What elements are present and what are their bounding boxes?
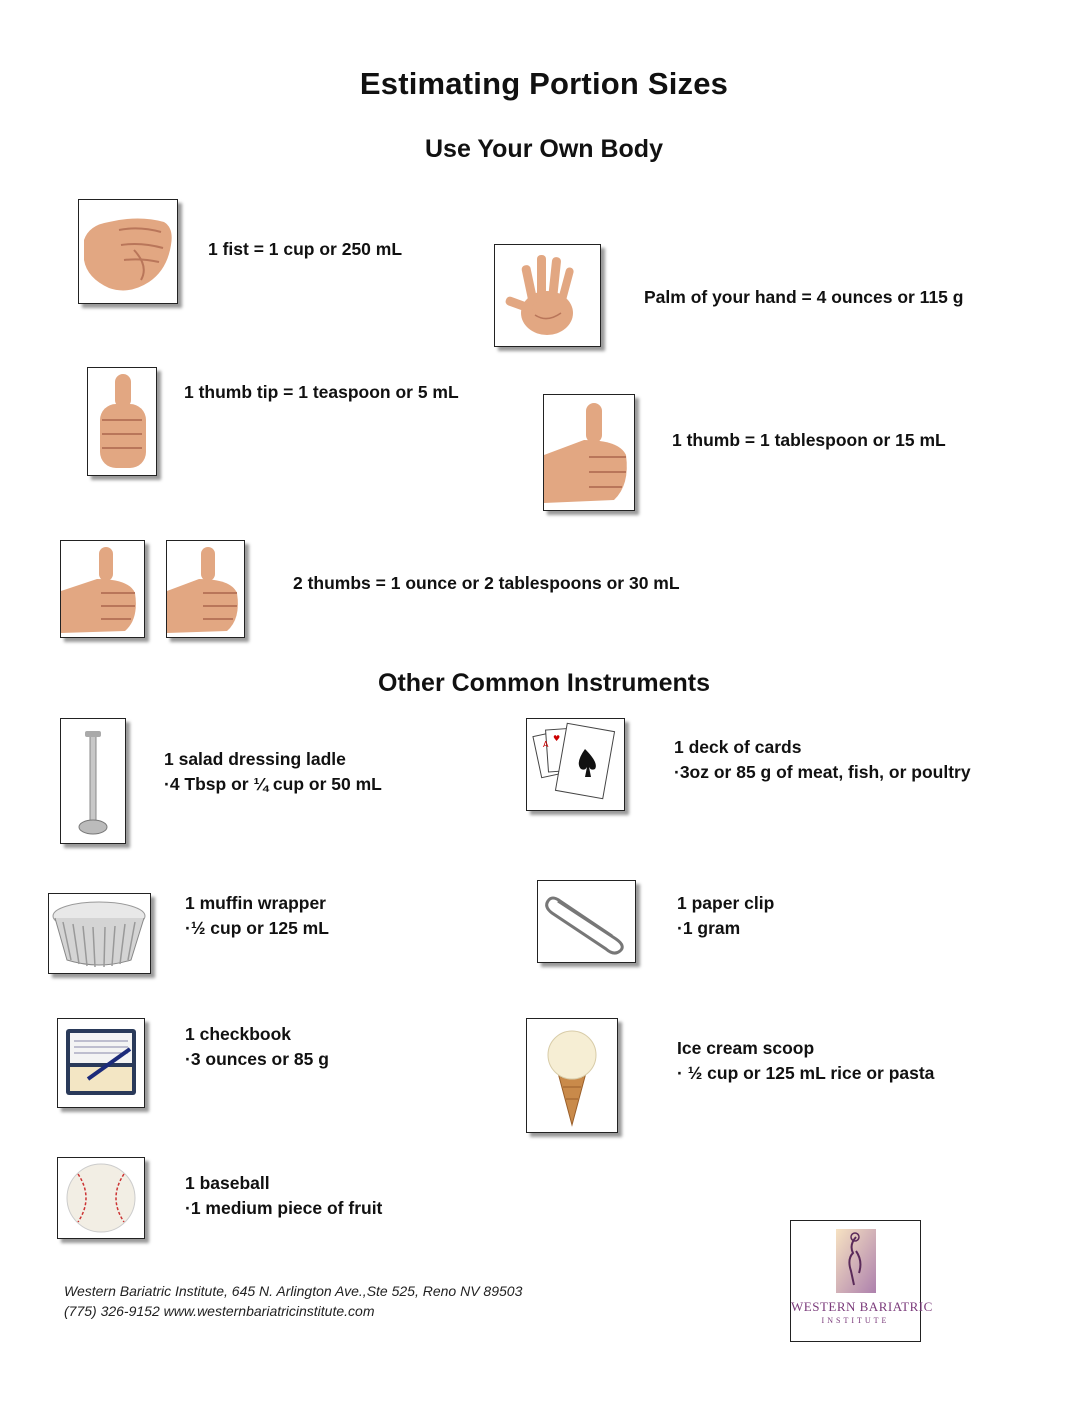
svg-text:A: A xyxy=(543,740,549,749)
footer-line-1: Western Bariatric Institute, 645 N. Arli… xyxy=(64,1283,523,1299)
thumb-image xyxy=(543,394,635,511)
clip-detail: ·1 gram xyxy=(677,918,741,938)
baseball-image xyxy=(57,1157,145,1239)
thumb-tip-image xyxy=(87,367,157,476)
icecream-detail: · ½ cup or 125 mL rice or pasta xyxy=(677,1063,935,1083)
checkbook-image xyxy=(57,1018,145,1108)
clip-caption: 1 paper clip ·1 gram xyxy=(677,891,774,941)
fist-image xyxy=(78,199,178,304)
cards-name: 1 deck of cards xyxy=(674,737,802,757)
muffin-caption: 1 muffin wrapper ·½ cup or 125 mL xyxy=(185,891,329,941)
clip-name: 1 paper clip xyxy=(677,893,775,913)
ice-cream-image xyxy=(526,1018,618,1133)
checkbook-caption: 1 checkbook ·3 ounces or 85 g xyxy=(185,1022,329,1072)
checkbook-name: 1 checkbook xyxy=(185,1024,292,1044)
two-thumbs-image-right xyxy=(166,540,245,638)
section-heading-instruments: Other Common Instruments xyxy=(378,669,710,697)
two-thumbs-caption: 2 thumbs = 1 ounce or 2 tablespoons or 3… xyxy=(293,573,680,593)
footer-line-2: (775) 326-9152 www.westernbariatricinsti… xyxy=(64,1303,375,1319)
palm-image xyxy=(494,244,601,347)
ladle-detail: ·4 Tbsp or ¼ cup or 50 mL xyxy=(164,774,382,794)
logo-text-line-1: WESTERN BARIATRIC xyxy=(791,1299,933,1314)
logo-text-line-2: INSTITUTE xyxy=(821,1316,890,1325)
cards-image: A ♥ xyxy=(526,718,625,811)
section-heading-body: Use Your Own Body xyxy=(424,135,663,163)
muffin-wrapper-image xyxy=(48,893,151,974)
ladle-caption: 1 salad dressing ladle ·4 Tbsp or ¼ cup … xyxy=(164,747,382,797)
cards-detail: ·3oz or 85 g of meat, fish, or poultry xyxy=(674,762,971,782)
muffin-name: 1 muffin wrapper xyxy=(185,893,326,913)
palm-caption: Palm of your hand = 4 ounces or 115 g xyxy=(644,287,964,307)
thumb-tip-caption: 1 thumb tip = 1 teaspoon or 5 mL xyxy=(184,382,459,402)
thumb-caption: 1 thumb = 1 tablespoon or 15 mL xyxy=(672,430,946,450)
baseball-detail: ·1 medium piece of fruit xyxy=(185,1198,383,1218)
two-thumbs-image-left xyxy=(60,540,145,638)
baseball-name: 1 baseball xyxy=(185,1173,270,1193)
footer-address: Western Bariatric Institute, 645 N. Arli… xyxy=(64,1281,522,1321)
icecream-caption: Ice cream scoop · ½ cup or 125 mL rice o… xyxy=(677,1036,934,1086)
institute-logo: WESTERN BARIATRIC INSTITUTE xyxy=(790,1220,933,1342)
paper-clip-image xyxy=(537,880,636,963)
ladle-image xyxy=(60,718,126,844)
fist-caption: 1 fist = 1 cup or 250 mL xyxy=(208,239,403,259)
cards-caption: 1 deck of cards ·3oz or 85 g of meat, fi… xyxy=(674,735,971,785)
svg-text:♥: ♥ xyxy=(553,734,560,743)
baseball-caption: 1 baseball ·1 medium piece of fruit xyxy=(185,1171,382,1221)
ladle-name: 1 salad dressing ladle xyxy=(164,749,346,769)
page-title: Estimating Portion Sizes xyxy=(359,66,729,101)
icecream-name: Ice cream scoop xyxy=(677,1038,815,1058)
checkbook-detail: ·3 ounces or 85 g xyxy=(185,1049,329,1069)
muffin-detail: ·½ cup or 125 mL xyxy=(185,918,329,938)
